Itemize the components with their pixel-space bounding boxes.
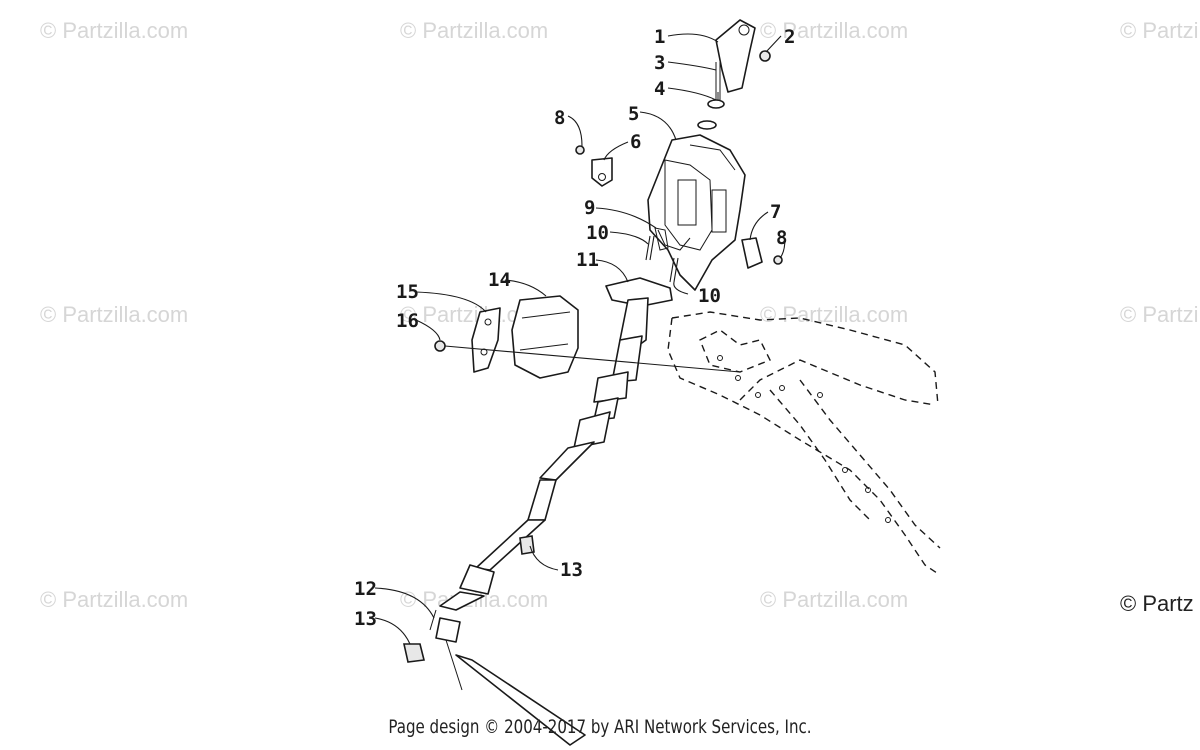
watermark: © Partzilla.com	[760, 18, 908, 43]
part-7-clip	[741, 237, 763, 269]
callout-2: 2	[784, 26, 795, 48]
callout-15: 15	[396, 281, 419, 303]
part-2-screw	[759, 50, 771, 62]
watermark: © Partzilla.com	[40, 18, 188, 43]
watermark: © Partzilla.com	[760, 302, 908, 327]
part-5-bracket	[647, 134, 746, 291]
callout-3: 3	[654, 52, 665, 74]
callout-8: 8	[776, 227, 787, 249]
watermark-dark: © Partz	[1120, 591, 1194, 616]
callout-13: 13	[354, 608, 377, 630]
footer-copyright: Page design © 2004-2017 by ARI Network S…	[388, 716, 812, 738]
steering-shaft-lower	[429, 411, 611, 631]
part-3-bolt	[715, 62, 721, 100]
callout-5: 5	[628, 103, 639, 125]
part-11-upper-shaft	[593, 277, 673, 421]
steering-shaft-intermediate	[455, 654, 586, 746]
part-1-tilt-handle	[715, 19, 756, 100]
callout-1: 1	[654, 26, 665, 48]
watermark-layer: © Partzilla.com © Partzilla.com © Partzi…	[40, 18, 1200, 616]
callout-16: 16	[396, 310, 419, 332]
part-9-pin	[654, 227, 669, 251]
callout-8: 8	[554, 107, 565, 129]
part-16-bolt	[434, 340, 741, 373]
frame-illustration	[667, 311, 941, 576]
callout-9: 9	[584, 197, 595, 219]
callout-13: 13	[560, 559, 583, 581]
part-14-cover	[511, 295, 579, 379]
part-10-roll-pin	[645, 235, 679, 283]
callout-12: 12	[354, 578, 377, 600]
watermark: © Partzilla.com	[40, 587, 188, 612]
callout-6: 6	[630, 131, 641, 153]
callout-11: 11	[576, 249, 599, 271]
callout-7: 7	[770, 201, 781, 223]
part-4-washer	[697, 99, 725, 130]
part-15-plate	[471, 307, 501, 373]
watermark: © Partzilla.com	[40, 302, 188, 327]
part-12-bolt	[435, 617, 463, 691]
callout-4: 4	[654, 78, 665, 100]
callout-numbers: 1 2 3 4 5 8 6 9 7 10 8 11 10 14 15 16 13…	[354, 26, 795, 630]
callout-10: 10	[698, 285, 721, 307]
leader-lines	[374, 33, 786, 645]
callout-10: 10	[586, 222, 609, 244]
callout-14: 14	[488, 269, 511, 291]
part-13-nut	[403, 535, 535, 663]
watermark: © Partzilla.com	[400, 18, 548, 43]
watermark: © Partzilla.com	[760, 587, 908, 612]
part-6-clip	[591, 157, 613, 187]
watermark: © Partzilla.com	[1120, 18, 1200, 43]
watermark: © Partzilla.com	[1120, 302, 1200, 327]
